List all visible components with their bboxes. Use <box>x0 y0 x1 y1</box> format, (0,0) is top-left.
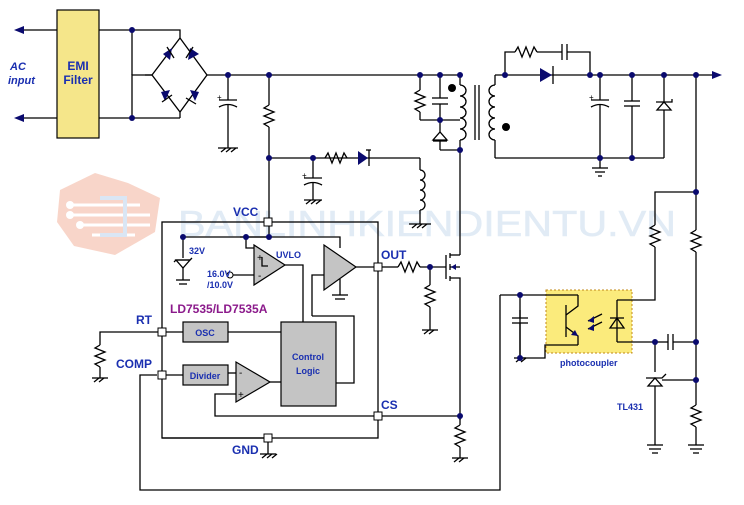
output-filter: + <box>589 71 722 177</box>
photocoupler: photocoupler <box>545 289 636 368</box>
svg-text:-: - <box>258 271 261 282</box>
comp-feedback-path <box>139 294 578 491</box>
circuit-logo-icon <box>57 173 160 255</box>
uvlo-threshold-2: /10.0V <box>207 280 233 290</box>
chip-name-label: LD7535/LD7535A <box>170 302 268 316</box>
divider-label: Divider <box>190 371 221 381</box>
control-logic-label-1: Control <box>292 352 324 362</box>
feedback-rail: TL431 <box>617 75 704 454</box>
zener-32v-label: 32V <box>189 246 205 256</box>
control-logic-label-2: Logic <box>296 366 320 376</box>
startup-resistor <box>262 75 420 222</box>
ac-input-section: AC input EMI Filter <box>8 9 181 139</box>
pin-rt <box>157 327 167 337</box>
uvlo-threshold-1: 16.0V <box>207 269 231 279</box>
emi-label-2: Filter <box>63 73 93 87</box>
pin-out <box>373 262 383 272</box>
control-logic-block <box>280 321 337 407</box>
photocoupler-label: photocoupler <box>560 358 618 368</box>
watermark: BANLINHKIENDIENTU.VN <box>57 173 676 255</box>
bridge-rectifier <box>145 36 460 114</box>
gnd-label: GND <box>232 443 259 457</box>
svg-text:+: + <box>302 171 307 180</box>
out-label: OUT <box>381 248 407 262</box>
tl431-label: TL431 <box>617 402 643 412</box>
cs-label: CS <box>381 398 398 412</box>
bulk-capacitor: + <box>217 75 238 153</box>
pin-vcc <box>263 217 273 227</box>
emi-label-1: EMI <box>67 59 88 73</box>
pin-comp <box>157 370 167 380</box>
uvlo-label: UVLO <box>276 250 301 260</box>
pin-gnd <box>263 433 273 443</box>
pin-cs <box>373 411 383 421</box>
mosfet-stage <box>382 253 468 463</box>
rt-resistor <box>92 331 158 383</box>
secondary-rectifier <box>504 44 591 84</box>
osc-label: OSC <box>195 328 215 338</box>
ac-input-label-1: AC <box>9 61 27 73</box>
transformer <box>474 74 664 159</box>
primary-snubber <box>413 75 467 255</box>
vcc-label: VCC <box>233 205 259 219</box>
emi-filter-block <box>56 9 100 139</box>
rt-label: RT <box>136 313 153 327</box>
svg-text:+: + <box>257 253 263 264</box>
aux-winding-network: + <box>302 149 431 229</box>
svg-text:-: - <box>239 368 242 379</box>
ac-input-label-2: input <box>8 75 36 87</box>
svg-text:+: + <box>238 390 244 401</box>
comp-label: COMP <box>116 357 152 371</box>
svg-text:+: + <box>589 93 594 102</box>
svg-text:+: + <box>217 93 222 102</box>
junction-dots <box>129 27 699 419</box>
